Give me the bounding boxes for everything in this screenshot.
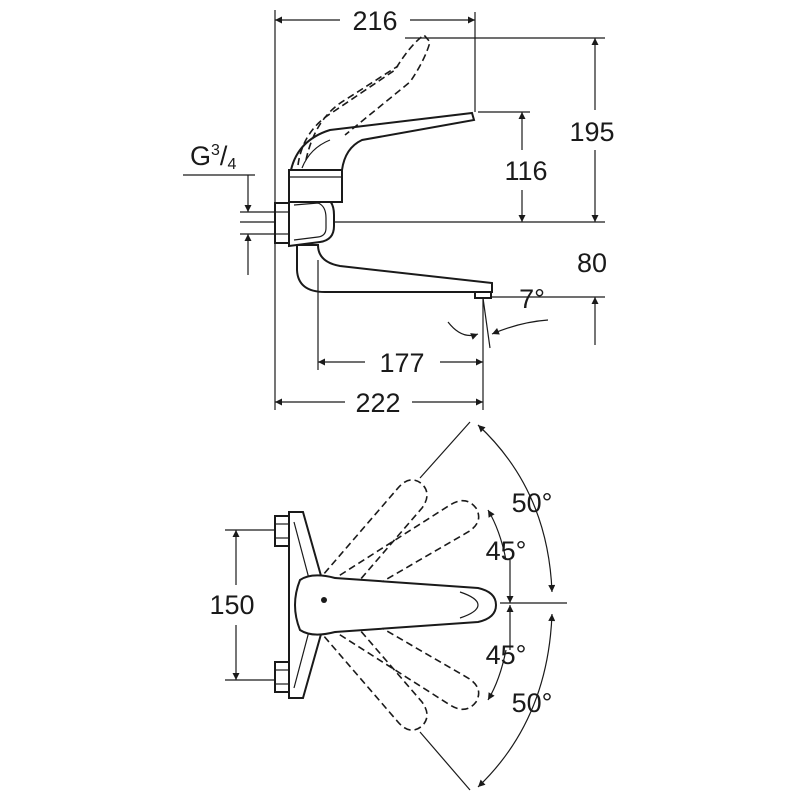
thread-label: G3/4: [190, 141, 236, 173]
angle-lower-inner-label: 45°: [486, 640, 527, 670]
dimension-150: 150: [209, 529, 280, 681]
dimension-116: 116: [478, 111, 548, 222]
angle-upper-inner-label: 45°: [486, 536, 527, 566]
dimension-80: 80: [488, 248, 607, 345]
dimension-222: 222: [275, 350, 484, 418]
thread-callout: G3/4: [183, 141, 282, 275]
lever-swing-positions: [309, 479, 480, 731]
dim-195-label: 195: [569, 117, 614, 147]
dim-222-label: 222: [355, 388, 400, 418]
dim-177-label: 177: [379, 348, 424, 378]
dim-116-label: 116: [504, 156, 547, 186]
dimension-7deg: 7°: [447, 284, 549, 350]
angle-lower-outer-label: 50°: [512, 688, 553, 718]
lever-center: [294, 574, 498, 636]
lever-indicator-dot: [321, 597, 327, 603]
angle-upper-outer-label: 50°: [512, 488, 553, 518]
side-view: 216 195 116 80 G3/4: [183, 6, 615, 418]
dim-7deg-label: 7°: [519, 284, 545, 314]
dim-150-label: 150: [209, 590, 254, 620]
dimension-195: 195: [405, 37, 615, 222]
top-view: 150: [209, 421, 567, 791]
dim-216-label: 216: [352, 6, 397, 36]
dim-80-label: 80: [577, 248, 607, 278]
faucet-side-body: [274, 33, 493, 299]
angle-arcs: [477, 424, 556, 788]
dimension-216: 216: [275, 6, 476, 112]
dimension-177: 177: [317, 260, 483, 378]
